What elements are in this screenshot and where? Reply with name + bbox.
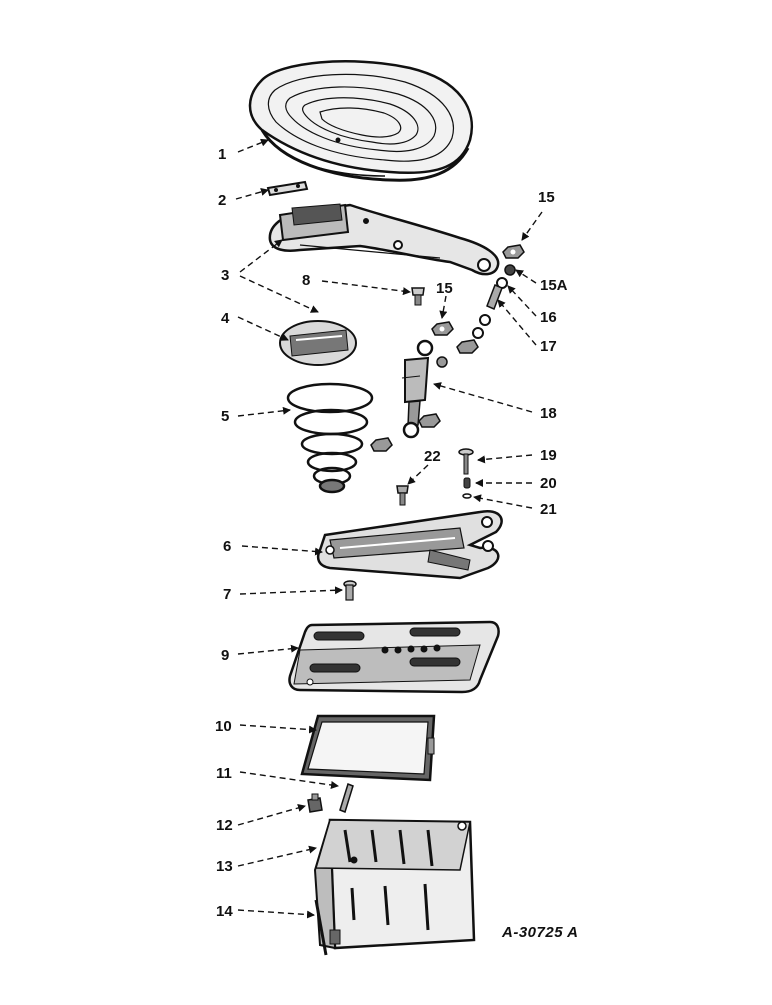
callout-16: 16 xyxy=(540,309,557,326)
lock-washer-15A xyxy=(504,264,516,276)
callout-10: 10 xyxy=(215,718,232,735)
callout-15-top: 15 xyxy=(538,189,555,206)
callout-5: 5 xyxy=(221,408,230,425)
callout-4: 4 xyxy=(221,310,230,327)
tray xyxy=(300,714,436,782)
bolt-8 xyxy=(411,287,425,306)
nut-15-mid xyxy=(431,321,454,336)
callout-3: 3 xyxy=(221,267,230,284)
hinge-rod-14 xyxy=(314,899,341,956)
tool-box xyxy=(313,818,476,950)
cotter-21 xyxy=(462,493,472,499)
callout-13: 13 xyxy=(216,858,233,875)
callout-7: 7 xyxy=(223,586,232,603)
knob-12 xyxy=(307,793,323,813)
callout-18: 18 xyxy=(540,405,557,422)
drawing-number: A-30725 A xyxy=(502,924,579,941)
callout-15-mid: 15 xyxy=(436,280,453,297)
callout-20: 20 xyxy=(540,475,557,492)
spring-20 xyxy=(463,477,471,489)
callout-15A: 15A xyxy=(540,277,568,294)
washer-pair xyxy=(456,314,491,354)
callout-2: 2 xyxy=(218,192,227,209)
callout-21: 21 xyxy=(540,501,557,518)
callout-22: 22 xyxy=(424,448,441,465)
seat-pan xyxy=(248,60,473,182)
callout-6: 6 xyxy=(223,538,232,555)
callout-8: 8 xyxy=(302,272,311,289)
callout-14: 14 xyxy=(216,903,233,920)
callout-9: 9 xyxy=(221,647,230,664)
slide-assembly xyxy=(316,509,503,580)
strap-plate xyxy=(266,180,309,197)
seat-support-bracket xyxy=(268,203,500,276)
leader-lines xyxy=(235,138,543,919)
callout-11: 11 xyxy=(216,765,232,782)
seat-pad xyxy=(279,320,357,366)
callout-17: 17 xyxy=(540,338,557,355)
callout-12: 12 xyxy=(216,817,233,834)
coil-spring xyxy=(286,382,374,494)
callout-1: 1 xyxy=(218,146,227,163)
callout-19: 19 xyxy=(540,447,557,464)
shock-absorber xyxy=(370,339,448,452)
screw-22 xyxy=(396,485,409,506)
base-plate xyxy=(288,620,500,694)
stud-17 xyxy=(486,284,503,310)
pin-11 xyxy=(339,783,354,813)
clevis-pin-19 xyxy=(458,448,474,475)
nut-15-top xyxy=(502,244,525,259)
bolt-7 xyxy=(343,580,357,601)
